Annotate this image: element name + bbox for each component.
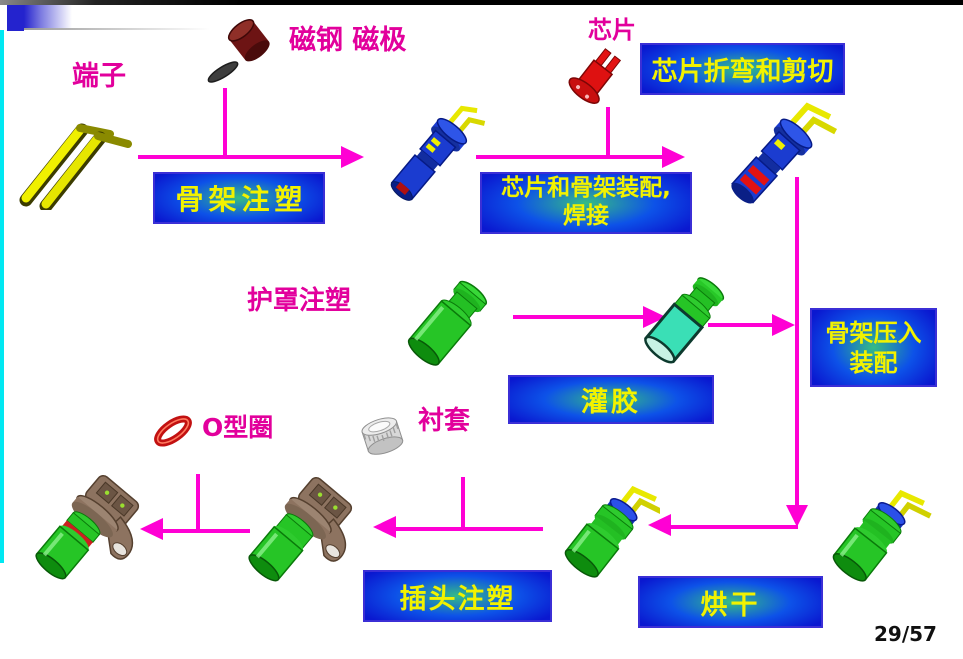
process-box-frame-press: 骨架压入 装配 [810,308,937,387]
arrowhead-right-4 [772,314,795,336]
process-box-plug-molding: 插头注塑 [363,570,552,622]
chip-bend-cut-text: 芯片折弯和剪切 [651,56,834,87]
arrowhead-left-3 [140,518,163,540]
bobbin-frame-image [378,88,486,222]
label-magnet: 磁钢 磁极 [289,25,407,56]
flow-line-5 [668,525,798,529]
process-box-potting: 灌胶 [508,375,714,424]
process-box-frame-molding: 骨架注塑 [153,172,325,224]
flow-line-4 [708,323,772,327]
potting-text: 灌胶 [581,387,641,418]
flow-line-magnet-down [223,88,227,157]
plug-molded-sensor-image [233,472,363,598]
label-bushing: 衬套 [418,406,471,436]
arrowhead-right-1 [341,146,364,168]
frame-press-line1: 骨架压入 [825,318,922,347]
arrowhead-right-2 [662,146,685,168]
final-sensor-image [20,470,150,596]
pressed-body-image [818,476,932,594]
flow-line-bushing-down [461,477,465,529]
terminal-pins-image [4,92,134,210]
chip-frame-assembly-line2: 焊接 [563,203,609,229]
dried-body-image [554,472,660,590]
o-ring-image [148,408,198,454]
top-black-bar [0,0,963,5]
arrowhead-left-2 [373,516,396,538]
flow-line-chip-down [606,107,610,157]
flow-line-7 [162,529,250,533]
process-box-drying: 烘干 [638,576,823,628]
assembled-bobbin-chip-image [706,86,846,226]
potted-shield-image [638,266,728,378]
flow-line-2 [476,155,662,159]
label-o-ring: O型圈 [202,413,274,442]
shield-image [396,270,498,378]
bushing-image [356,412,410,464]
flow-line-1 [138,155,341,159]
drying-text: 烘干 [700,589,761,621]
frame-press-line2: 装配 [849,348,898,377]
frame-molding-text: 骨架注塑 [175,183,308,216]
flow-line-trunk [795,177,799,505]
blue-accent-block [7,5,24,31]
label-magnet-line1: 磁钢 [289,25,343,56]
process-box-chip-bend-cut: 芯片折弯和剪切 [640,43,845,95]
label-chip: 芯片 [588,16,636,44]
process-box-chip-frame-assembly: 芯片和骨架装配, 焊接 [480,172,692,234]
accent-shadow-line [24,28,210,30]
label-shield-molding: 护罩注塑 [247,286,352,316]
left-cyan-bar [0,30,4,563]
plug-molding-text: 插头注塑 [399,583,516,615]
flow-line-3 [513,315,643,319]
magnet-image [203,16,275,86]
arrowhead-left-1 [648,514,671,536]
flow-line-oring-down [196,474,200,529]
page-number: 29/57 [874,622,937,646]
arrowhead-down-trunk [786,505,808,527]
label-terminal: 端子 [72,61,126,92]
flow-line-6 [395,527,543,531]
chip-image [558,42,630,114]
blue-accent-fade [24,5,72,28]
label-magnet-line2: 磁极 [352,25,407,56]
chip-frame-assembly-line1: 芯片和骨架装配, [501,175,671,202]
